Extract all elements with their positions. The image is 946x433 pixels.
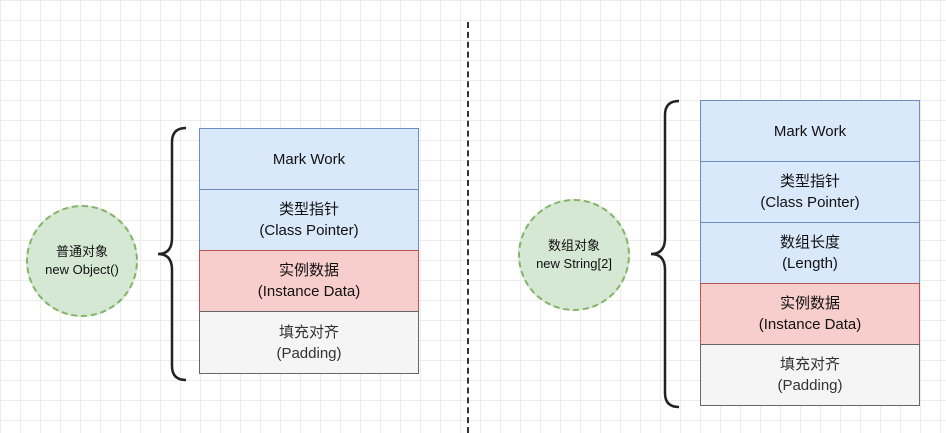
- cell-label: 实例数据: [779, 295, 840, 312]
- class-pointer-cell: 类型指针 (Class Pointer): [199, 189, 419, 251]
- mark-word-cell: Mark Work: [199, 128, 419, 190]
- array-object-layout: Mark Work 类型指针 (Class Pointer) 数组长度 (Len…: [700, 100, 920, 406]
- padding-cell: 填充对齐 (Padding): [700, 344, 920, 406]
- instance-data-cell: 实例数据 (Instance Data): [700, 283, 920, 345]
- length-cell: 数组长度 (Length): [700, 222, 920, 284]
- cell-sublabel: (Padding): [276, 344, 342, 362]
- padding-cell: 填充对齐 (Padding): [199, 311, 419, 374]
- cell-sublabel: (Class Pointer): [760, 194, 860, 211]
- cell-label: 数组长度: [779, 234, 840, 251]
- cell-label: 类型指针: [278, 201, 339, 218]
- node-subtitle: new String[2]: [536, 256, 612, 271]
- array-object-node: 数组对象 new String[2]: [518, 199, 630, 311]
- right-curly-brace: [650, 99, 680, 409]
- cell-sublabel: (Instance Data): [758, 316, 862, 333]
- ordinary-object-layout: Mark Work 类型指针 (Class Pointer) 实例数据 (Ins…: [199, 128, 419, 374]
- cell-label: 填充对齐: [779, 356, 840, 373]
- left-curly-brace: [157, 126, 187, 382]
- cell-label: Mark Work: [773, 122, 847, 140]
- ordinary-object-node: 普通对象 new Object(): [26, 205, 138, 317]
- cell-sublabel: (Padding): [777, 377, 843, 394]
- node-title: 普通对象: [55, 244, 108, 259]
- cell-label: 类型指针: [779, 173, 840, 190]
- cell-sublabel: (Length): [782, 255, 838, 272]
- node-subtitle: new Object(): [45, 262, 119, 277]
- instance-data-cell: 实例数据 (Instance Data): [199, 250, 419, 312]
- cell-label: 填充对齐: [278, 323, 339, 341]
- dashed-divider: [467, 22, 469, 433]
- cell-label: 实例数据: [278, 262, 339, 279]
- cell-label: Mark Work: [272, 150, 346, 168]
- cell-sublabel: (Instance Data): [257, 283, 361, 300]
- mark-word-cell: Mark Work: [700, 100, 920, 162]
- node-title: 数组对象: [547, 238, 600, 253]
- cell-sublabel: (Class Pointer): [259, 222, 359, 239]
- class-pointer-cell: 类型指针 (Class Pointer): [700, 161, 920, 223]
